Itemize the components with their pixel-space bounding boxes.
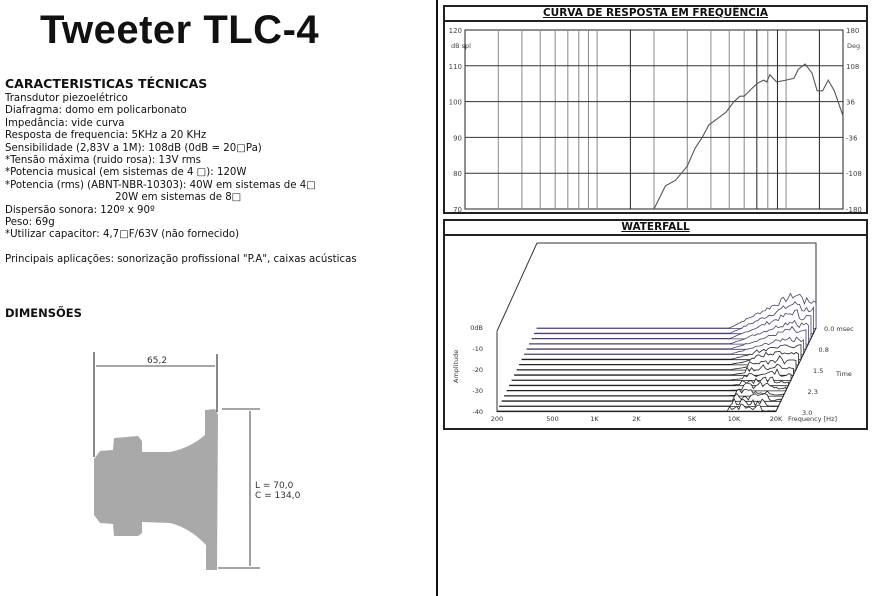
spec-line: *Utilizar capacitor: 4,7□F/63V (não forn…	[5, 229, 240, 241]
frequency-response-chart: 120 110 100 90 80 70 180 108 36 -36 -108 -180 200 500…	[449, 27, 862, 219]
y2-tick-label: 36	[846, 99, 855, 107]
waterfall-slice	[499, 398, 779, 407]
technical-specs: CARACTERISTICAS TÉCNICAS Transdutor piez…	[5, 76, 357, 266]
x-tick-label: 10K	[779, 211, 793, 212]
x-tick-label: 20K	[770, 415, 783, 423]
c-label: C = 134,0	[255, 491, 301, 501]
time-label: Time	[835, 370, 852, 378]
y2-tick-label: 180	[846, 27, 859, 35]
time-axis	[775, 327, 817, 412]
column-divider	[436, 0, 438, 596]
waterfall-slice	[506, 381, 787, 392]
y-tick-label: 0dB	[470, 324, 483, 332]
waterfall-panel: WATERFALL 200 500 1K 2K 5K 10K 20K 0dB -10 -20 -30…	[443, 219, 868, 430]
waterfall-slice	[536, 292, 817, 329]
y2-tick-label: -36	[846, 134, 858, 142]
y-tick-label: -10	[472, 345, 483, 353]
x-tick-label: 200	[458, 211, 471, 212]
y-tick-label: 90	[453, 134, 462, 142]
specs-heading: CARACTERISTICAS TÉCNICAS	[5, 76, 208, 91]
applications: Principais aplicações: sonorização profi…	[5, 253, 357, 265]
tweeter-silhouette	[94, 409, 218, 570]
time-tick-label: 2.3	[808, 388, 818, 396]
spec-line: *Potencia (rms) (ABNT-NBR-10303): 40W em…	[5, 179, 316, 191]
waterfall-chart: 200 500 1K 2K 5K 10K 20K 0dB -10 -20 -30 -40 0.0 mse…	[452, 242, 854, 423]
l-label: L = 70,0	[255, 481, 294, 491]
spec-line: Sensibilidade (2,83V a 1M): 108dB (0dB =…	[5, 142, 262, 154]
x-tick-label: 2K	[632, 415, 641, 423]
y-tick-label: -20	[472, 366, 483, 374]
product-title: Tweeter TLC-4	[40, 8, 320, 52]
spec-line: Dispersão sonora: 120º x 90º	[5, 204, 155, 216]
spec-line: Resposta de frequencia: 5KHz a 20 KHz	[5, 130, 207, 142]
y-tick-label: 110	[449, 63, 462, 71]
x-tick-label: 20K	[836, 211, 850, 212]
frequency-response-panel: CURVA DE RESPOSTA EM FREQUÊNCIA 120 110 10…	[443, 5, 868, 219]
y-tick-label: 120	[449, 27, 462, 35]
y-axis-label: dB spl	[451, 42, 471, 50]
waterfall-slice	[516, 355, 797, 371]
back-plane	[496, 242, 817, 332]
dimension-drawing: 65,2 L = 70,0 C = 134,0	[93, 352, 301, 570]
spec-line: *Potencia musical (em sistemas de 4 □): …	[5, 167, 247, 179]
time-tick-label: 3.0	[802, 409, 812, 417]
dimensions-heading: DIMENSÕES	[5, 306, 82, 320]
spec-line: Impedância: vide curva	[5, 117, 125, 129]
spl-curve	[653, 63, 844, 210]
x-tick-label: 1K	[590, 415, 599, 423]
width-label: 65,2	[147, 356, 167, 366]
y-tick-label: 70	[453, 206, 462, 212]
amplitude-label: Amplitude	[452, 350, 460, 383]
spec-line: Peso: 69g	[5, 217, 55, 229]
time-tick-label: 0.8	[819, 346, 829, 354]
y-tick-label: -40	[472, 408, 483, 416]
time-tick-label: 1.5	[813, 367, 823, 375]
y2-tick-label: -108	[846, 170, 862, 178]
y2-tick-label: 108	[846, 63, 859, 71]
frequency-response-title: CURVA DE RESPOSTA EM FREQUÊNCIA	[445, 7, 866, 22]
y-tick-label: -30	[472, 387, 483, 395]
frequency-label: Frequency [Hz]	[788, 415, 837, 423]
x-tick-label: 2K	[649, 211, 658, 212]
spec-line: Diafragma: domo em policarbonato	[5, 105, 187, 117]
spec-line: 20W em sistemas de 8□	[5, 192, 242, 204]
x-tick-label: 5K	[725, 211, 734, 212]
x-tick-label: 5K	[688, 415, 697, 423]
y-tick-label: 100	[449, 99, 462, 107]
x-tick-label: 1K	[593, 211, 602, 212]
x-tick-label: 200	[491, 415, 503, 423]
waterfall-title: WATERFALL	[445, 221, 866, 236]
spec-line: Transdutor piezoelétrico	[5, 93, 128, 104]
time-tick-label: 0.0 msec	[824, 325, 854, 333]
y2-axis-label: Deg	[847, 42, 860, 50]
y-tick-label: 80	[453, 170, 462, 178]
spec-line: *Tensão máxima (ruido rosa): 13V rms	[5, 155, 201, 167]
x-tick-label: 500	[546, 415, 558, 423]
y2-tick-label: -180	[846, 206, 862, 212]
x-tick-label: 500	[534, 211, 547, 212]
x-tick-label: 10K	[728, 415, 741, 423]
